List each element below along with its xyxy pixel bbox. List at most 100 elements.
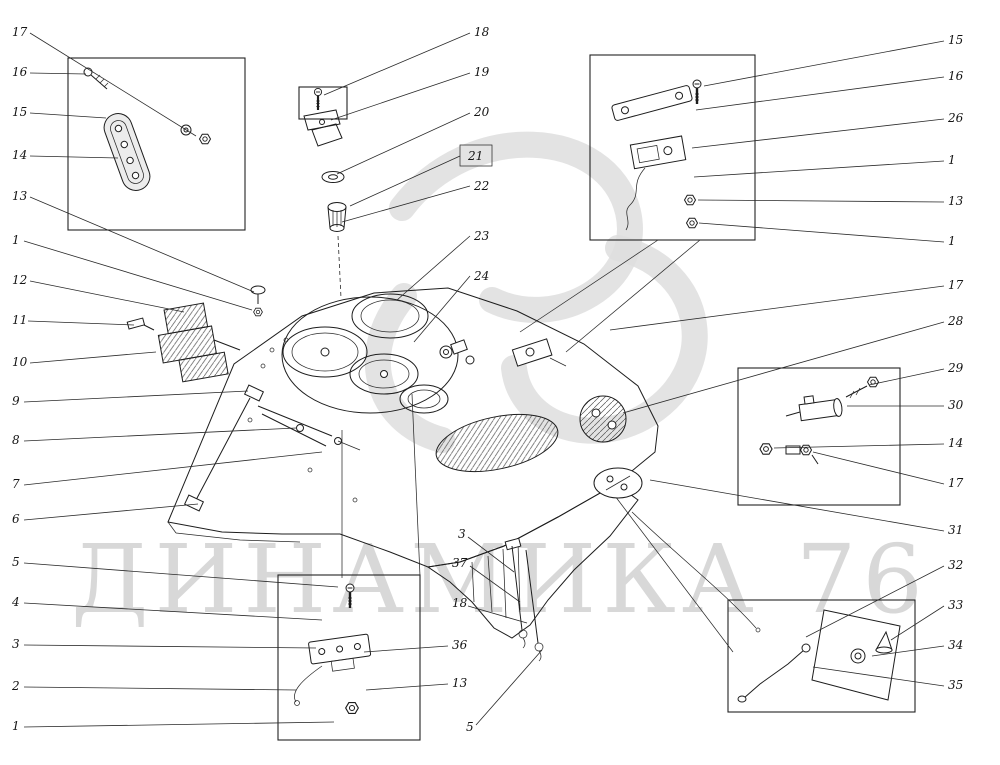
- leader-line-left-17: [29, 32, 197, 137]
- callout-top-20: 20: [473, 105, 490, 119]
- leader-line-left-12: [29, 280, 185, 313]
- leader-line-top-18: [323, 32, 471, 96]
- callout-left-2: 2: [11, 679, 20, 693]
- round-opening: [579, 395, 627, 443]
- leader-line-right-26: [691, 118, 945, 149]
- callout-left-14: 14: [12, 148, 27, 162]
- inset-box-top-small: [298, 86, 348, 120]
- callout-right-33: 33: [948, 598, 964, 612]
- leader-line-right-31: [649, 479, 945, 532]
- leader-line-right-1: [698, 222, 945, 243]
- leader-line-left-5: [23, 562, 339, 588]
- leader-line-bottom-18: [467, 605, 528, 624]
- leader-line-right-28: [622, 321, 945, 414]
- watermark-layer: ДИНАМИКА 76: [71, 131, 929, 635]
- callouts-layer: 1716151413112111098765432118192021222324…: [11, 25, 964, 734]
- leader-line-right-32: [805, 565, 945, 638]
- leader-line-top-23: [396, 235, 471, 301]
- leader-line-left-8: [23, 427, 297, 442]
- footwell-opening: [435, 413, 559, 473]
- leader-line-right-1: [693, 160, 945, 178]
- callout-left-17: 17: [12, 25, 28, 39]
- leader-line-bottom-5: [475, 649, 543, 726]
- callout-top-24: 24: [473, 269, 489, 283]
- watermark-swirl: [389, 131, 643, 323]
- connector-line: [565, 239, 701, 353]
- leader-line-left-16: [29, 72, 87, 75]
- callout-right-1: 1: [948, 153, 956, 167]
- callout-bottom-13: 13: [452, 676, 468, 690]
- leader-line-left-7: [23, 451, 323, 486]
- callout-left-1: 1: [12, 233, 20, 247]
- callout-left-9: 9: [12, 394, 20, 408]
- leader-line-left-11: [27, 320, 135, 326]
- callout-right-31: 31: [948, 523, 963, 537]
- leader-line-bottom-37: [469, 565, 521, 603]
- leader-line-right-34: [871, 645, 945, 657]
- inset-box-top-right: [589, 54, 756, 241]
- callout-top-22: 22: [473, 179, 489, 193]
- heater-valve-assembly: [157, 302, 229, 383]
- callout-left-5: 5: [12, 555, 20, 569]
- leader-line-right-33: [890, 605, 945, 641]
- leader-line-right-15: [703, 40, 945, 87]
- callout-top-19: 19: [474, 65, 490, 79]
- diagram-linework: [67, 54, 916, 741]
- connector-line: [411, 393, 421, 577]
- callout-21-frame: [459, 144, 493, 167]
- callout-top-23: 23: [473, 229, 490, 243]
- callout-right-32: 32: [948, 558, 963, 572]
- callout-right-35: 35: [948, 678, 963, 692]
- callout-left-12: 12: [12, 273, 27, 287]
- leader-line-left-14: [29, 155, 119, 159]
- callout-right-15: 15: [948, 33, 963, 47]
- callout-bottom-36: 36: [452, 638, 468, 652]
- leader-line-left-15: [29, 112, 107, 119]
- callout-left-1: 1: [12, 719, 20, 733]
- callout-top-21: 21: [467, 149, 483, 163]
- leader-line-left-13: [29, 196, 255, 293]
- callout-left-16: 16: [12, 65, 28, 79]
- leader-line-top-19: [330, 72, 471, 121]
- leader-line-left-6: [23, 503, 199, 521]
- leader-line-right-35: [812, 666, 945, 687]
- callout-right-14: 14: [948, 436, 963, 450]
- leader-line-right-13: [697, 199, 945, 203]
- leader-line-left-4: [23, 602, 323, 621]
- callout-right-34: 34: [948, 638, 963, 652]
- leader-line-top-24: [413, 275, 471, 343]
- connector-line: [611, 491, 734, 653]
- callout-right-17: 17: [948, 278, 964, 292]
- callout-left-4: 4: [11, 595, 20, 609]
- leader-line-left-2: [23, 686, 297, 691]
- leader-line-right-17: [812, 451, 945, 485]
- watermark-swirl: [501, 235, 708, 444]
- callout-bottom-18: 18: [452, 596, 468, 610]
- callout-right-30: 30: [948, 398, 964, 412]
- leader-line-right-17: [609, 285, 945, 331]
- leader-line-top-21: [349, 155, 461, 207]
- latch-detail-group: [611, 78, 703, 231]
- callout-left-8: 8: [12, 433, 20, 447]
- leader-line-left-3: [23, 644, 317, 649]
- valve-detail-group: [759, 376, 879, 465]
- leader-line-top-20: [336, 112, 471, 175]
- leader-line-left-10: [29, 351, 157, 364]
- callout-top-18: 18: [474, 25, 490, 39]
- leader-line-left-9: [23, 390, 249, 403]
- connector-line: [519, 239, 659, 333]
- leader-line-left-1: [23, 721, 335, 728]
- callout-right-1: 1: [948, 234, 956, 248]
- leader-line-left-1: [23, 240, 253, 311]
- inset-box-bottom-right: [727, 599, 916, 713]
- control-cable: [631, 511, 757, 629]
- callout-right-29: 29: [947, 361, 964, 375]
- watermark-text: ДИНАМИКА 76: [71, 525, 929, 635]
- callout-left-7: 7: [12, 477, 20, 491]
- callout-left-11: 11: [12, 313, 27, 327]
- inset-box-right-middle: [737, 367, 901, 506]
- leader-line-bottom-13: [365, 683, 449, 691]
- leader-line-bottom-3: [467, 536, 515, 573]
- leader-line-right-16: [695, 76, 945, 111]
